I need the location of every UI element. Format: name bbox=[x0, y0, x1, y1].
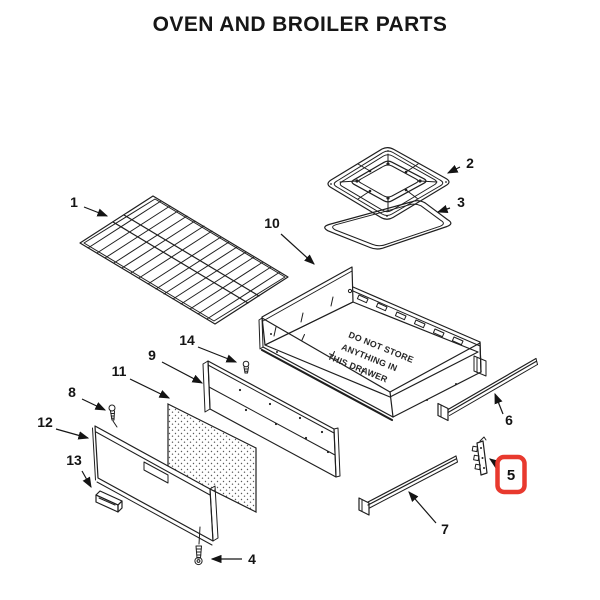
leader-line bbox=[436, 204, 451, 213]
leader-line bbox=[280, 233, 315, 265]
leader-line bbox=[55, 428, 90, 440]
callout-12-label: 12 bbox=[37, 414, 53, 430]
callout-9[interactable]: 9 bbox=[148, 347, 204, 384]
callout-6[interactable]: 6 bbox=[494, 392, 513, 428]
callout-10[interactable]: 10 bbox=[264, 215, 315, 265]
callout-14[interactable]: 14 bbox=[179, 332, 238, 363]
part-14-screw bbox=[242, 360, 250, 374]
part-5-highlight-box bbox=[495, 454, 527, 495]
callout-5-label: 5 bbox=[507, 467, 515, 484]
callout-9-label: 9 bbox=[148, 347, 156, 363]
callout-13[interactable]: 13 bbox=[66, 452, 92, 489]
callout-14-label: 14 bbox=[179, 332, 195, 348]
part-7-rail-drawing bbox=[358, 455, 458, 516]
callout-3-label: 3 bbox=[457, 194, 465, 210]
part-4-screw bbox=[194, 526, 203, 566]
part-1-oven-rack-drawing bbox=[79, 195, 289, 325]
page-title: OVEN AND BROILER PARTS bbox=[152, 13, 448, 36]
callout-1[interactable]: 1 bbox=[70, 194, 109, 217]
callout-8[interactable]: 8 bbox=[68, 384, 107, 411]
part-9-inner-panel-drawing bbox=[202, 360, 341, 478]
leader-line bbox=[494, 392, 504, 415]
leader-line bbox=[161, 361, 204, 384]
callout-13-label: 13 bbox=[66, 452, 82, 468]
part-6-rail-drawing bbox=[437, 357, 538, 422]
callout-2-label: 2 bbox=[466, 155, 474, 171]
leader-line bbox=[81, 398, 107, 411]
part-10-drawer-body-drawing: DO NOT STORE ANYTHING IN THIS DRAWER bbox=[258, 266, 487, 422]
callout-7-label: 7 bbox=[441, 521, 449, 537]
part-2-broiler-insert-drawing bbox=[327, 147, 450, 220]
part-11-insulation-drawing bbox=[167, 403, 257, 513]
leader-line bbox=[197, 346, 238, 363]
leader-line bbox=[81, 470, 92, 489]
callout-11[interactable]: 11 bbox=[112, 363, 171, 399]
callout-1-label: 1 bbox=[70, 194, 78, 210]
callout-2[interactable]: 2 bbox=[446, 155, 474, 174]
callout-11-label: 11 bbox=[112, 363, 127, 379]
callout-3[interactable]: 3 bbox=[436, 194, 465, 213]
callout-7[interactable]: 7 bbox=[408, 491, 449, 537]
callout-5-highlighted[interactable]: 5 bbox=[489, 454, 527, 495]
callout-4-label: 4 bbox=[248, 551, 256, 567]
part-5-bracket-drawing bbox=[471, 436, 488, 476]
leader-line bbox=[83, 206, 109, 217]
callout-8-label: 8 bbox=[68, 384, 76, 400]
leader-line bbox=[446, 164, 461, 174]
part-13-handle-drawing bbox=[95, 490, 123, 513]
callout-6-label: 6 bbox=[505, 412, 513, 428]
part-8-screw bbox=[108, 404, 118, 428]
part-12-outer-panel-drawing bbox=[92, 425, 219, 546]
callout-12[interactable]: 12 bbox=[37, 414, 90, 440]
part-3-broiler-pan-drawing bbox=[324, 200, 452, 250]
leader-line bbox=[129, 378, 171, 399]
callout-10-label: 10 bbox=[264, 215, 280, 231]
nameplate bbox=[143, 461, 169, 484]
leader-line bbox=[408, 491, 437, 524]
callout-4[interactable]: 4 bbox=[210, 551, 256, 567]
